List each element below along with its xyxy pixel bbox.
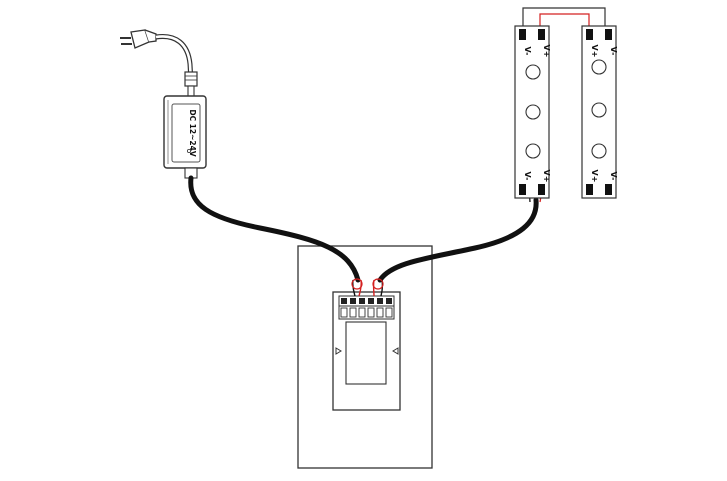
red-leads-dimmer [351, 278, 384, 297]
left-bottom-pad-2: V+ [542, 170, 551, 183]
wall-dimmer-icon [297, 245, 433, 469]
led [591, 102, 607, 118]
left-top-pad-2: V+ [542, 45, 551, 58]
power-adapter-icon: DC 12~24V [163, 95, 207, 179]
adapter-label: DC 12~24V [188, 109, 197, 156]
ac-plug-icon [120, 29, 198, 98]
led [591, 143, 607, 159]
right-top-pad-1: V+ [590, 45, 599, 58]
right-bottom-pad-1: V+ [590, 170, 599, 183]
led-strip-left: V- V+ V- V+ [514, 25, 551, 199]
terminal-block [338, 295, 395, 307]
jumper-black [522, 7, 606, 30]
led [591, 59, 607, 75]
left-top-pad-1: V- [523, 47, 532, 56]
right-top-pad-2: V- [609, 47, 618, 56]
led [525, 143, 541, 159]
left-bottom-pad-1: V- [523, 172, 532, 181]
right-bottom-pad-2: V- [609, 172, 618, 181]
wire-dimmer-to-strip [377, 197, 539, 283]
terminal-screws [341, 298, 392, 304]
wires [188, 175, 539, 283]
led-strip-right: V+ V- V+ V- [581, 25, 618, 199]
led-strip-icon: V- V+ V- V+ V+ V- V+ V- [514, 7, 618, 199]
jumper-red [539, 13, 590, 30]
led [525, 64, 541, 80]
led [525, 104, 541, 120]
wire-adapter-to-dimmer [188, 175, 361, 283]
